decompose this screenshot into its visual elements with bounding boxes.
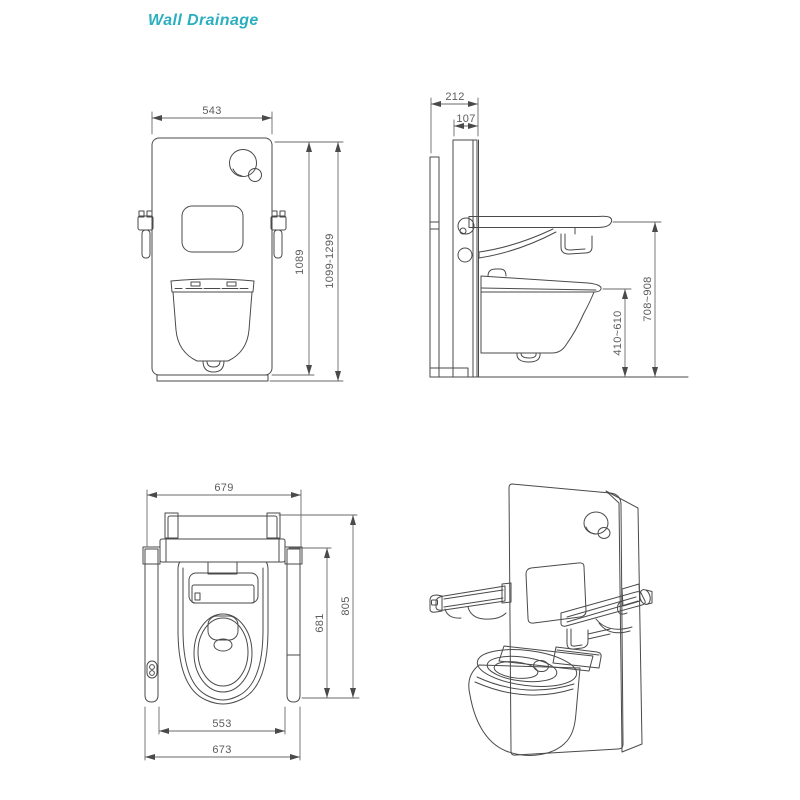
dim-total-depth-top: 805 — [278, 514, 358, 699]
paper-holder-side — [560, 227, 593, 255]
side-panel — [452, 139, 479, 378]
grab-bar-right-top — [286, 548, 301, 703]
top-view: 679 553 673 681 — [142, 482, 360, 761]
spout-cover — [207, 615, 239, 641]
grab-bar-left-folded — [137, 210, 154, 259]
iso-grab-bar-left — [429, 582, 512, 620]
iso-toilet — [468, 645, 602, 756]
dim-armrest-height: 708~908 — [612, 221, 662, 378]
iso-control-knob — [583, 511, 611, 539]
iso-access-panel — [525, 562, 587, 624]
dim-front-width: 543 — [151, 105, 273, 135]
dim-side-panel-depth: 107 — [453, 113, 479, 137]
dim-outer-width: 673 — [144, 706, 301, 761]
wall-frame — [429, 156, 469, 378]
dim-label-681: 681 — [314, 613, 326, 632]
dim-label-212: 212 — [445, 91, 464, 103]
iso-grab-bar-right — [560, 583, 653, 634]
control-knob — [229, 149, 262, 182]
side-view: 212 107 410~610 708~908 — [429, 91, 689, 378]
dim-label-543: 543 — [202, 105, 221, 117]
dim-top-width: 679 — [146, 482, 302, 548]
toilet-front — [170, 278, 255, 373]
dim-label-1099-1299: 1099-1299 — [324, 233, 336, 288]
front-view: 543 1089 1099-1299 — [137, 105, 344, 382]
dim-label-1089: 1089 — [294, 249, 306, 275]
grab-bar-side — [457, 215, 613, 263]
isometric-view — [429, 483, 653, 756]
iso-panel — [508, 483, 643, 756]
dim-inner-depth: 681 — [288, 547, 360, 699]
dim-front-total-height: 1099-1299 — [269, 141, 344, 382]
dim-label-107: 107 — [456, 113, 475, 125]
grab-bar-left-top — [144, 548, 159, 703]
bidet-seat-unit — [188, 572, 259, 604]
dim-side-total-depth: 212 — [430, 91, 479, 154]
dim-label-708-908: 708~908 — [642, 276, 654, 321]
dim-label-410-610: 410~610 — [612, 310, 624, 355]
toilet-top — [177, 561, 269, 705]
dim-label-805: 805 — [340, 596, 352, 615]
dim-label-679: 679 — [214, 482, 233, 494]
cistern-housing — [159, 512, 286, 563]
dim-front-panel-height: 1089 — [271, 141, 344, 376]
dim-seat-height: 410~610 — [602, 288, 632, 378]
dim-label-673: 673 — [212, 744, 231, 756]
front-panel — [151, 137, 273, 382]
flush-control[interactable] — [146, 660, 158, 679]
grab-bar-right-folded — [270, 210, 287, 259]
dim-inner-width: 553 — [158, 706, 286, 735]
grab-bar-brackets-top — [142, 546, 303, 565]
iso-paper-holder — [566, 628, 611, 650]
page-title: Wall Drainage — [148, 12, 259, 29]
access-panel — [181, 205, 244, 253]
toilet-side — [480, 268, 602, 363]
dim-label-553: 553 — [212, 718, 231, 730]
